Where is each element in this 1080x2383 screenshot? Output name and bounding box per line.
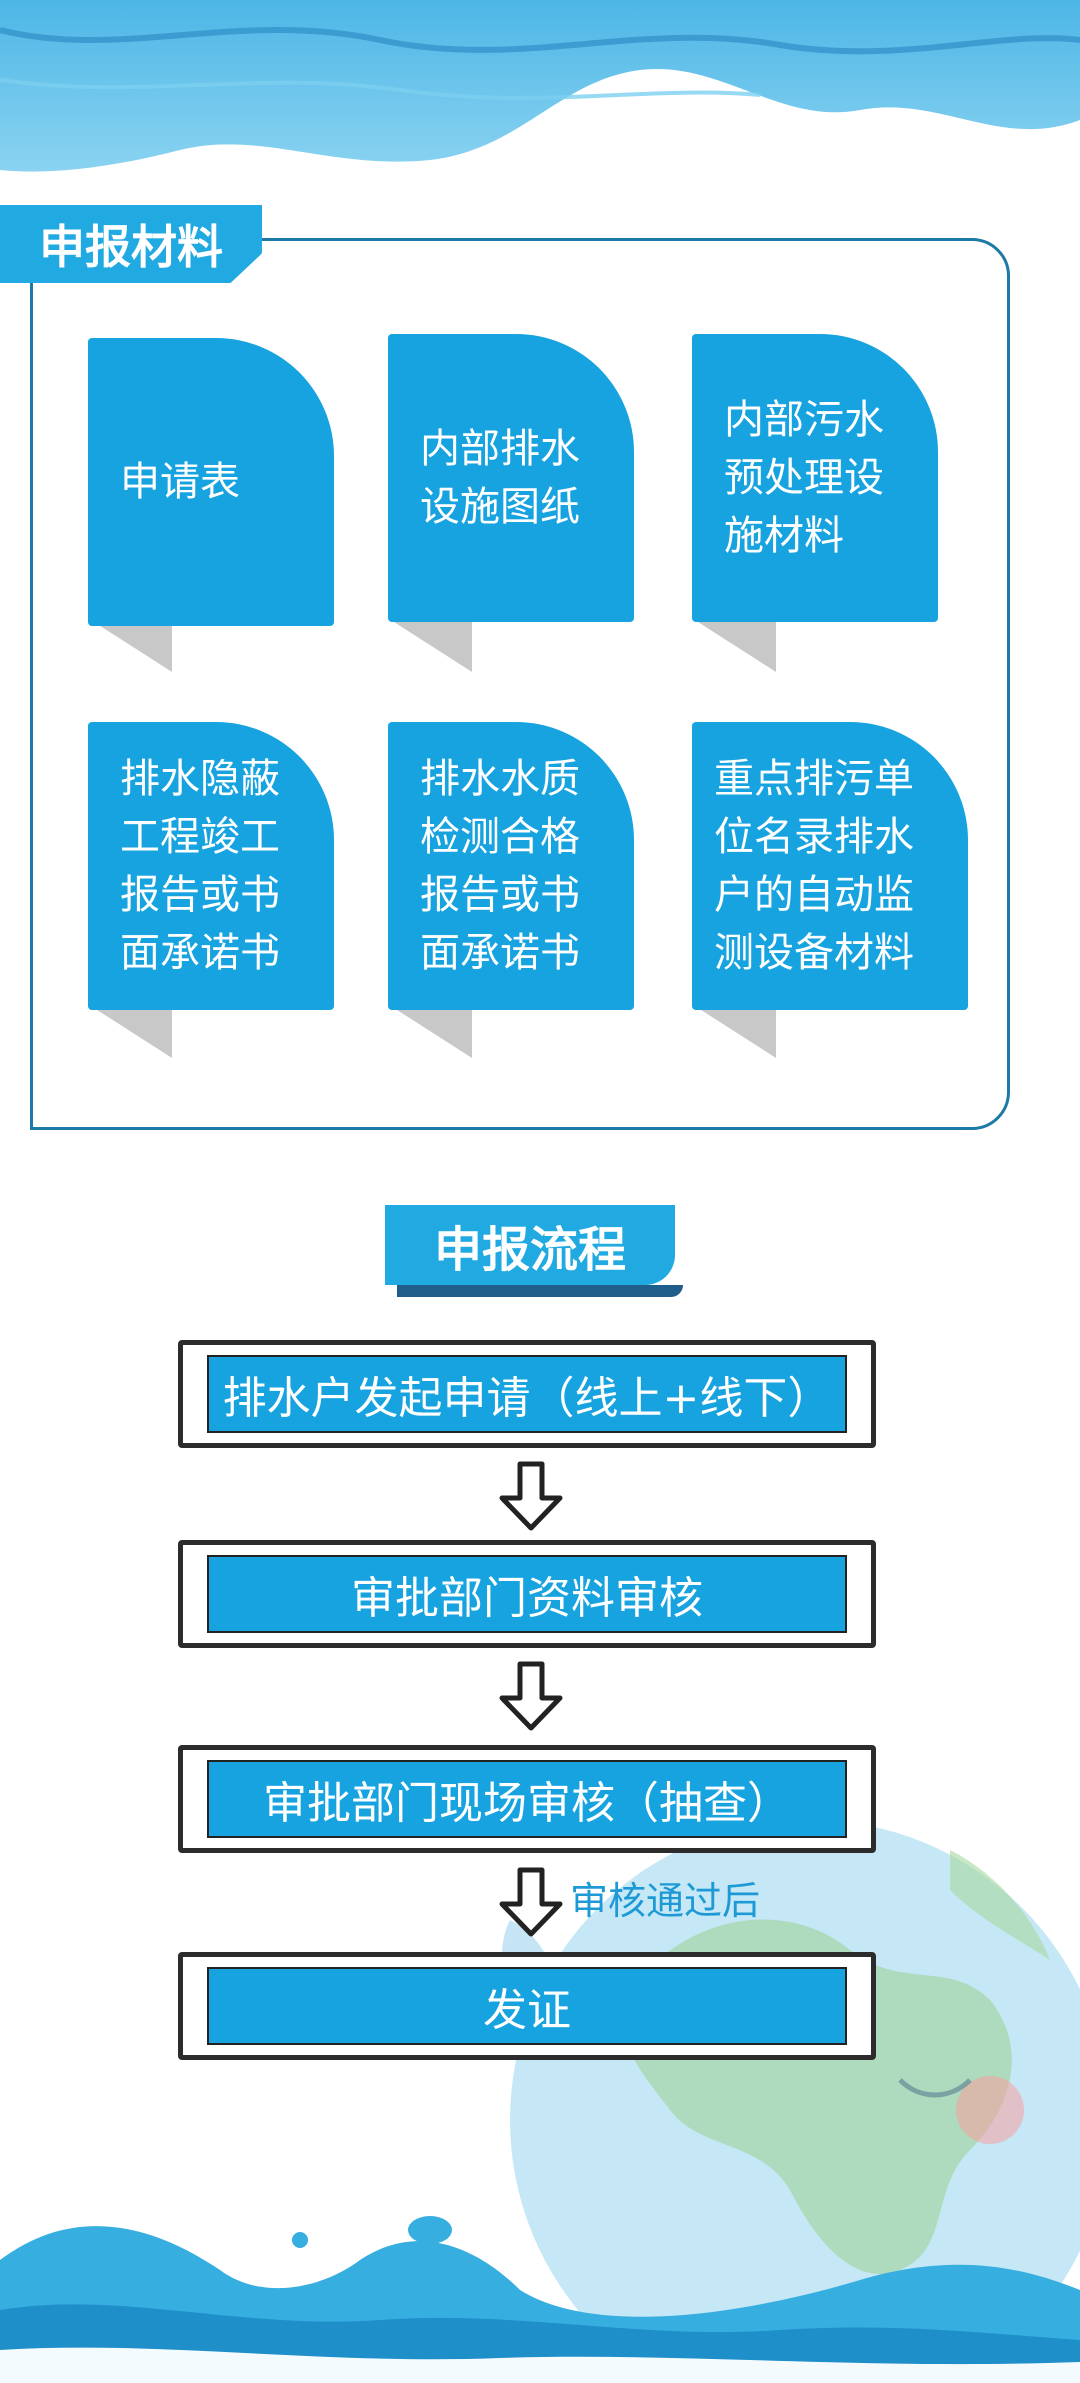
- down-arrow-icon: [499, 1867, 563, 1937]
- process-step-4-label: 发证: [207, 1967, 847, 2045]
- material-card-2-text: 内部排水 设施图纸: [420, 426, 580, 530]
- material-card-3: 内部污水 预处理设 施材料: [692, 334, 938, 622]
- approval-note: 审核通过后: [570, 1879, 761, 1923]
- process-step-1: 排水户发起申请（线上+线下）: [178, 1340, 876, 1448]
- material-card-1: 申请表: [88, 338, 334, 626]
- top-wave-decoration: [0, 0, 1080, 172]
- material-card-5-text: 排水水质 检测合格 报告或书 面承诺书: [420, 756, 580, 976]
- process-title: 申报流程: [385, 1205, 683, 1297]
- down-arrow-icon: [499, 1661, 563, 1731]
- process-step-3-label: 审批部门现场审核（抽查）: [207, 1760, 847, 1838]
- process-step-2: 审批部门资料审核: [178, 1540, 876, 1648]
- material-card-6: 重点排污单 位名录排水 户的自动监 测设备材料: [692, 722, 968, 1010]
- process-step-3: 审批部门现场审核（抽查）: [178, 1745, 876, 1853]
- material-card-5: 排水水质 检测合格 报告或书 面承诺书: [388, 722, 634, 1010]
- material-card-4: 排水隐蔽 工程竣工 报告或书 面承诺书: [88, 722, 334, 1010]
- material-card-2: 内部排水 设施图纸: [388, 334, 634, 622]
- material-card-6-text: 重点排污单 位名录排水 户的自动监 测设备材料: [714, 756, 914, 976]
- material-card-4-text: 排水隐蔽 工程竣工 报告或书 面承诺书: [120, 756, 280, 976]
- process-step-1-label: 排水户发起申请（线上+线下）: [207, 1355, 847, 1433]
- process-step-4: 发证: [178, 1952, 876, 2060]
- material-card-3-text: 内部污水 预处理设 施材料: [724, 397, 884, 559]
- materials-panel: [30, 238, 1010, 1130]
- down-arrow-icon: [499, 1461, 563, 1531]
- materials-title: 申报材料: [0, 205, 262, 283]
- process-step-2-label: 审批部门资料审核: [207, 1555, 847, 1633]
- bottom-wave-decoration: [0, 2216, 1080, 2383]
- material-card-1-text: 申请表: [120, 459, 240, 505]
